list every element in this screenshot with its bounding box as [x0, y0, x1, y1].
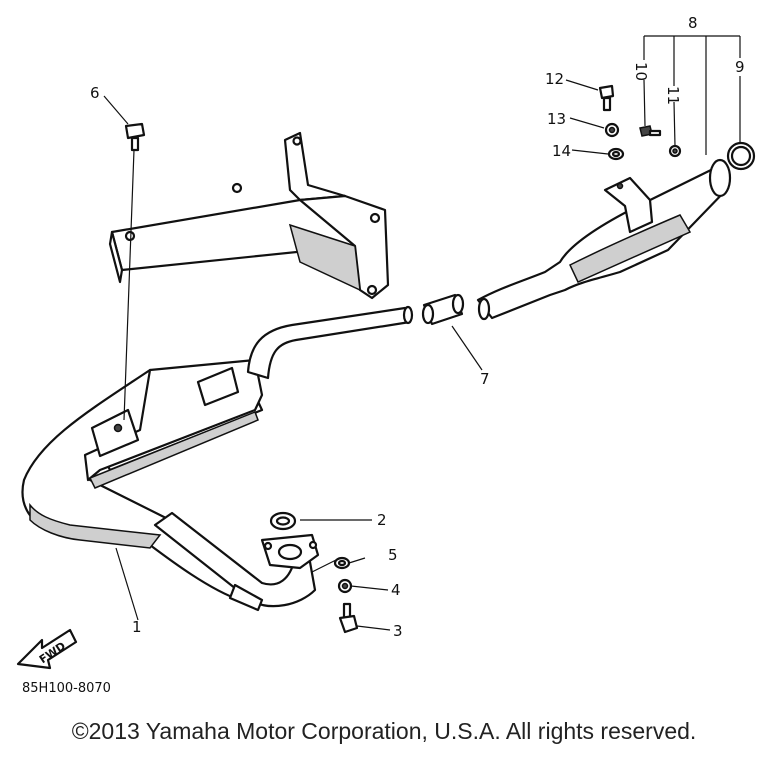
- gasket-ring: [269, 511, 297, 531]
- callout-8: 8: [688, 14, 698, 32]
- muffler: [476, 158, 732, 321]
- callout-labels: 1 2 3 4 5 6 7 8 9 10 11 12 13 14: [90, 14, 745, 640]
- callout-1: 1: [132, 618, 142, 636]
- tail-nut: [668, 144, 682, 158]
- muffler-gasket: [726, 141, 756, 171]
- callout-10: 10: [632, 62, 650, 81]
- stud-bolt: [338, 602, 359, 634]
- diagram-reference-code: 85H100-8070: [22, 681, 111, 696]
- tail-screw: [639, 125, 662, 137]
- flange-nut: [337, 578, 353, 594]
- callout-5: 5: [388, 546, 398, 564]
- callout-9: 9: [735, 58, 745, 76]
- bracket-bolt: [123, 122, 146, 421]
- callout-13: 13: [547, 110, 566, 128]
- callout-6: 6: [90, 84, 100, 102]
- copyright-notice: ©2013 Yamaha Motor Corporation, U.S.A. A…: [71, 718, 697, 744]
- fwd-arrow: FWD: [16, 628, 78, 670]
- mounting-bracket: [108, 131, 390, 300]
- callout-3: 3: [393, 622, 403, 640]
- callout-4: 4: [391, 581, 401, 599]
- exhaust-pipe-chamber: [21, 305, 414, 612]
- callout-14: 14: [552, 142, 571, 160]
- muffler-bolt: [598, 84, 615, 112]
- callout-2: 2: [377, 511, 387, 529]
- leader-lines: [103, 35, 741, 631]
- exhaust-assembly-diagram: 1 2 3 4 5 6 7 8 9 10 11 12 13 14 FWD: [16, 14, 756, 670]
- callout-11: 11: [664, 86, 682, 105]
- pipe-joint: [421, 293, 483, 371]
- muffler-nut: [604, 122, 620, 138]
- callout-12: 12: [545, 70, 564, 88]
- callout-7: 7: [480, 370, 490, 388]
- muffler-washer: [607, 147, 625, 161]
